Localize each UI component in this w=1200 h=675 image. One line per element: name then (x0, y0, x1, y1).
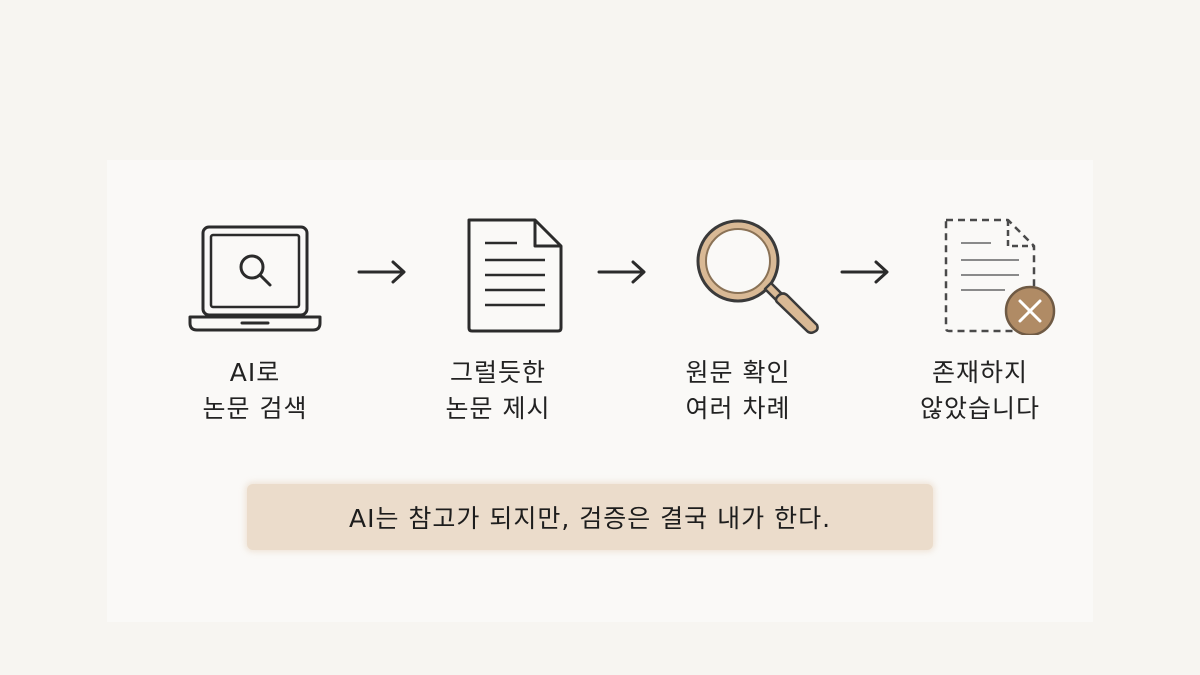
step-label-line2: 논문 제시 (445, 394, 551, 423)
step-label-line2: 여러 차례 (685, 394, 791, 423)
step-label-line1: 원문 확인 (685, 358, 791, 387)
step-label-line1: 그럴듯한 (449, 358, 546, 387)
magnifier-icon (696, 219, 819, 335)
step-label: 그럴듯한 논문 제시 (398, 355, 598, 427)
document-icon (467, 218, 563, 333)
step-label-line1: 존재하지 (931, 358, 1028, 387)
step-not-exist: 존재하지 않았습니다 (880, 215, 1080, 435)
step-label: AI로 논문 검색 (155, 355, 355, 427)
step-label-line2: 않았습니다 (919, 394, 1040, 423)
laptop-search-icon (188, 225, 322, 332)
step-label-line1: AI로 (229, 358, 281, 387)
tagline-banner: AI는 참고가 되지만, 검증은 결국 내가 한다. (247, 484, 933, 550)
tagline-text: AI는 참고가 되지만, 검증은 결국 내가 한다. (348, 504, 832, 533)
step-label-line2: 논문 검색 (202, 394, 308, 423)
missing-document-icon (944, 218, 1056, 335)
step-ai-search: AI로 논문 검색 (155, 215, 355, 435)
step-plausible-paper: 그럴듯한 논문 제시 (398, 215, 598, 435)
step-label: 존재하지 않았습니다 (880, 355, 1080, 427)
step-verify-original: 원문 확인 여러 차례 (638, 215, 838, 435)
arrow-right-icon (840, 260, 889, 284)
arrow-right-icon (357, 260, 406, 284)
step-label: 원문 확인 여러 차례 (638, 355, 838, 427)
arrow-right-icon (597, 260, 646, 284)
